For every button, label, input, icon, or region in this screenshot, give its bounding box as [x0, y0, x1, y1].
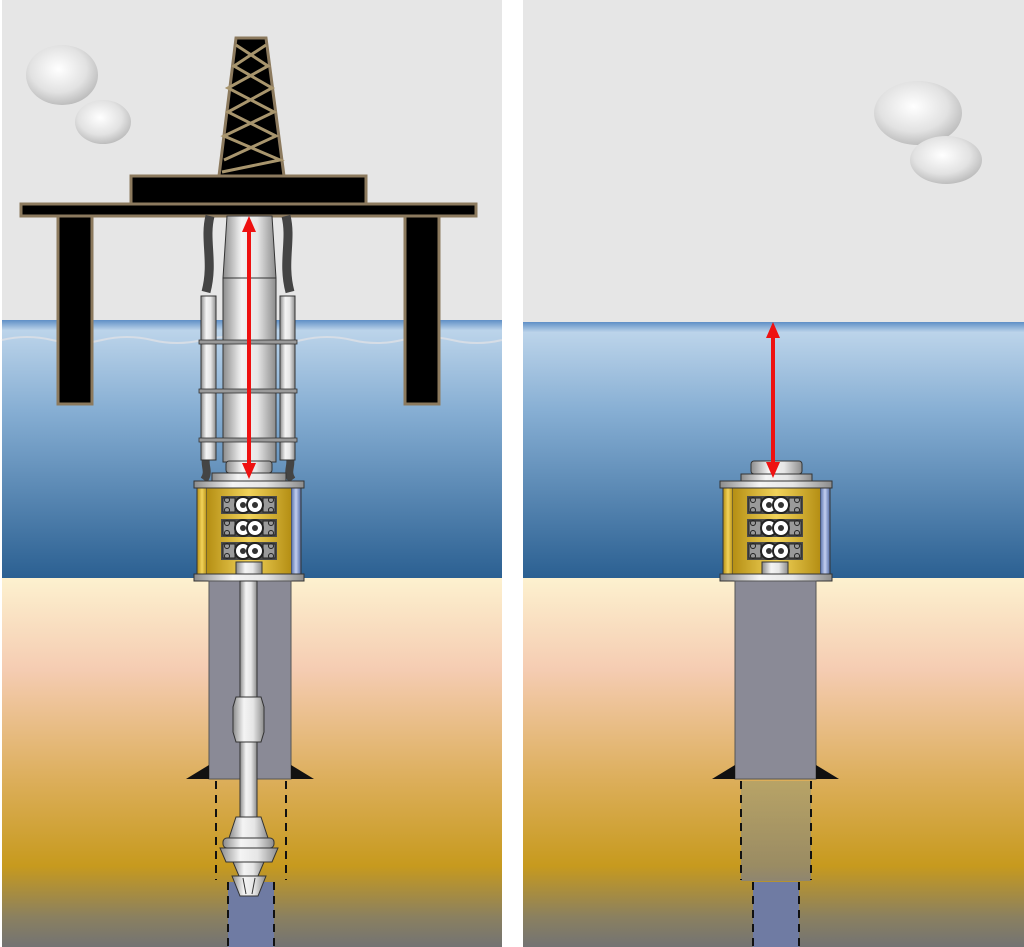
conductor-casing: [734, 580, 817, 780]
tensioner-left: [200, 295, 217, 461]
blowout-preventer-icon: [193, 480, 305, 582]
rig-deck: [19, 202, 478, 218]
open-hole: [741, 781, 811, 881]
rig-leg-left: [56, 214, 94, 406]
casing-shoe-left: [712, 765, 735, 779]
cloud-icon: [26, 45, 131, 144]
pilot-hole: [753, 882, 799, 947]
rig-leg-right: [403, 214, 441, 406]
blowout-preventer-icon: [719, 460, 833, 582]
casing-shoe-left: [186, 765, 209, 779]
panel-divider: [502, 0, 523, 947]
double-arrow-icon: [242, 216, 256, 479]
rig-deck-house: [129, 174, 368, 206]
casing-shoe-right: [291, 765, 314, 779]
panel-right: [523, 0, 1024, 947]
tensioner-right: [279, 295, 296, 461]
panel-left: [1, 0, 503, 947]
drill-string: [232, 580, 265, 818]
double-arrow-icon: [766, 322, 780, 478]
casing-shoe-right: [816, 765, 839, 779]
drill-bit-icon: [219, 816, 279, 897]
cloud-icon: [874, 81, 982, 184]
riser-hose-right: [281, 214, 295, 294]
riser-hose-left: [201, 214, 215, 294]
